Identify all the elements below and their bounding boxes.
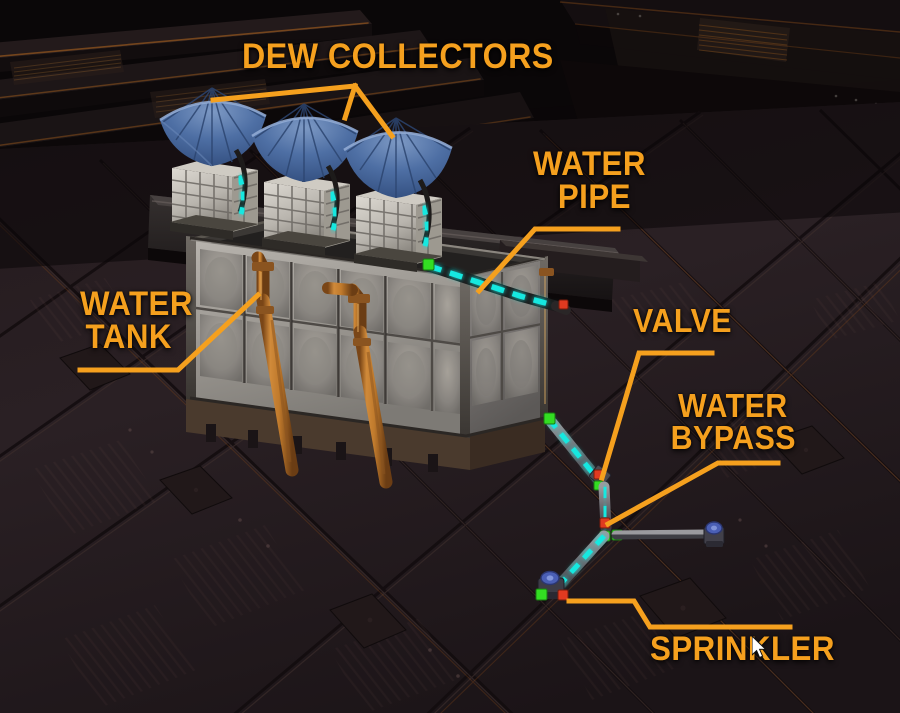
label-valve: VALVE — [633, 302, 733, 339]
leader-water-bypass — [604, 460, 781, 528]
riser-pipes — [226, 251, 560, 489]
label-water-pipe-line2: PIPE — [557, 178, 631, 217]
leader-sprinkler — [566, 598, 793, 630]
dew-collector-1 — [159, 87, 267, 240]
label-sprinkler-line1: SPRINKLER — [650, 630, 835, 668]
leader-water-tank — [77, 291, 262, 373]
label-dew-collectors-line1: DEW COLLECTORS — [242, 37, 554, 76]
label-water-bypass-line1: WATER — [678, 387, 788, 424]
label-dew-collectors: DEW COLLECTORS — [242, 37, 554, 76]
bypass-valve — [703, 521, 725, 547]
dew-collector-2 — [251, 103, 359, 256]
label-water-bypass-line2: BYPASS — [670, 419, 797, 457]
leader-valve — [598, 350, 715, 482]
water-pipe-run — [422, 258, 571, 315]
label-water-tank-line1: WATER — [80, 285, 193, 323]
label-water-tank-line2: TANK — [85, 318, 172, 357]
sprinkler-head — [535, 570, 569, 601]
dew-collector-3 — [343, 117, 453, 272]
label-water-tank: WATER TANK — [80, 285, 193, 357]
mouse-pointer-icon — [752, 636, 767, 659]
leader-water-pipe — [475, 226, 621, 295]
label-water-pipe-line1: WATER — [533, 145, 646, 183]
label-water-pipe: WATER PIPE — [533, 145, 646, 217]
label-sprinkler: SPRINKLER — [650, 630, 835, 668]
annotation-leader-lines — [77, 82, 793, 630]
label-water-bypass: WATER BYPASS — [671, 387, 796, 455]
leader-dew-collectors — [210, 83, 358, 103]
label-valve-line1: VALVE — [633, 302, 733, 339]
